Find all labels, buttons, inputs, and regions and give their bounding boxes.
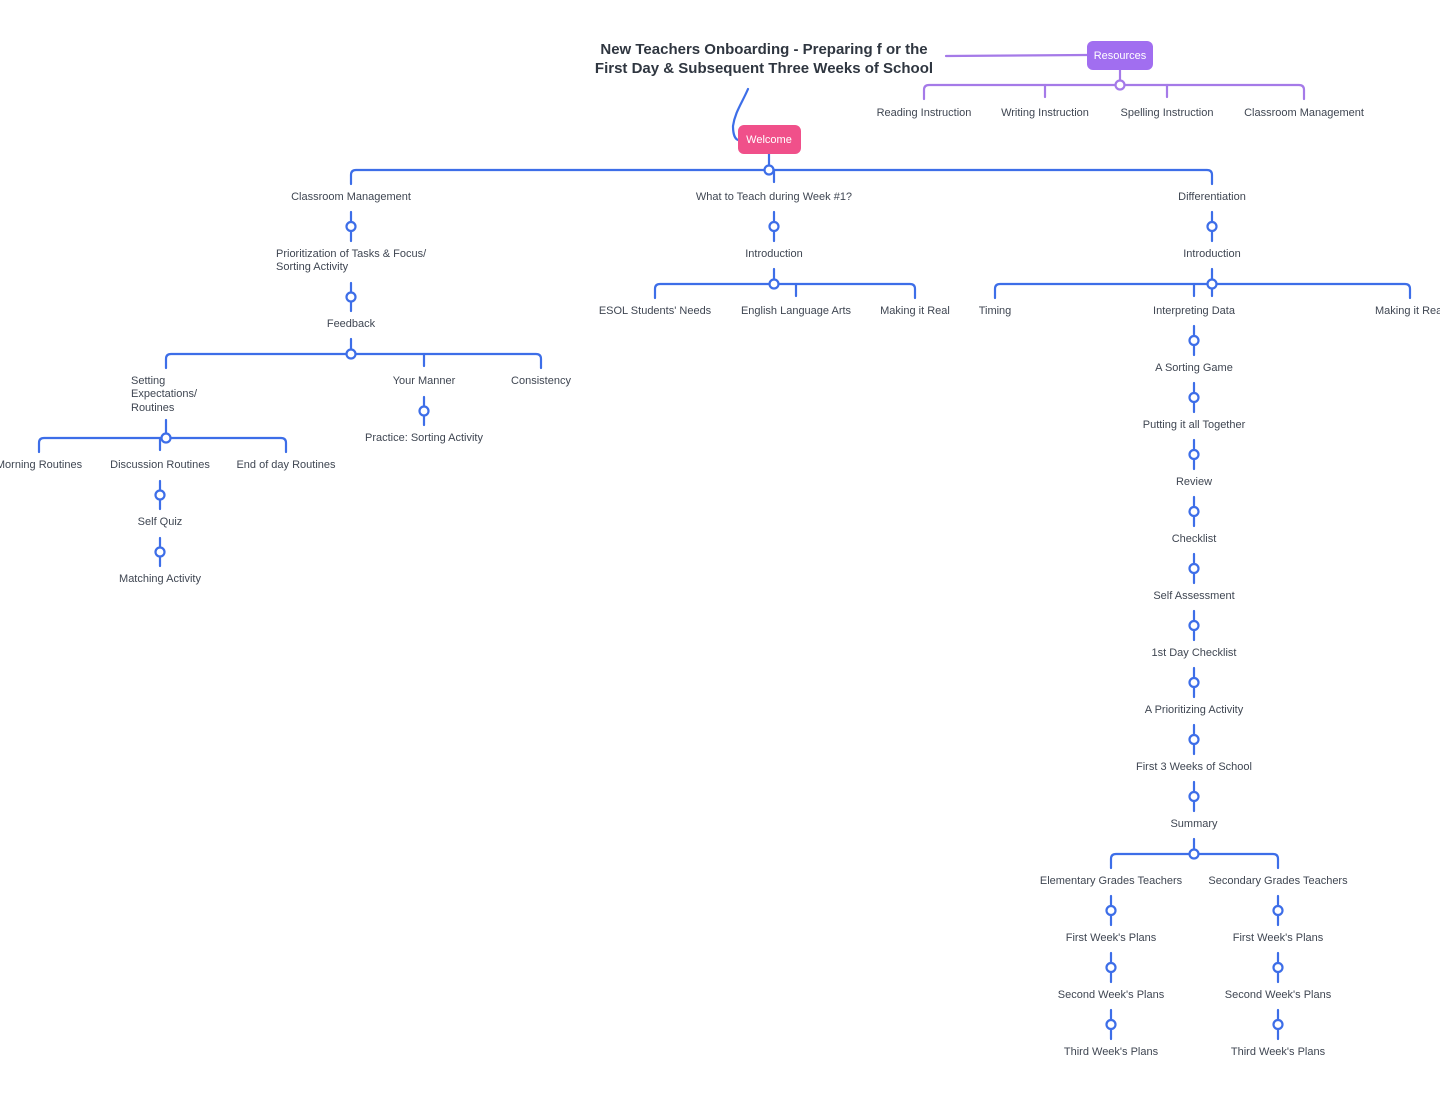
topic-morning-routines[interactable]: Morning Routines — [0, 459, 83, 471]
resources-pill — [1087, 41, 1153, 70]
connector-bracket — [653, 282, 917, 300]
topic-setting-line-2[interactable]: Expectations/ — [131, 388, 198, 400]
topic-checklist[interactable]: Checklist — [1172, 533, 1217, 545]
collapse-toggle[interactable] — [1188, 619, 1200, 632]
connectors — [37, 53, 1412, 1041]
collapse-toggle[interactable] — [1105, 961, 1117, 974]
topic-feedback[interactable]: Feedback — [327, 318, 376, 330]
collapse-toggle[interactable] — [1105, 904, 1117, 917]
topic-diff-introduction[interactable]: Introduction — [1183, 248, 1240, 260]
topic-self-quiz[interactable]: Self Quiz — [138, 516, 183, 528]
topic-prioritization-line-1[interactable]: Prioritization of Tasks & Focus/ — [276, 248, 427, 260]
collapse-toggle[interactable] — [1272, 1018, 1284, 1031]
collapse-toggle[interactable] — [1188, 676, 1200, 689]
topic-elementary-first-week[interactable]: First Week's Plans — [1066, 932, 1157, 944]
topic-timing[interactable]: Timing — [979, 305, 1012, 317]
topic-1st-day-checklist[interactable]: 1st Day Checklist — [1152, 647, 1237, 659]
topic-summary[interactable]: Summary — [1170, 818, 1218, 830]
collapse-toggle[interactable] — [345, 220, 357, 233]
title-to-resources-connector — [944, 53, 1089, 58]
topic-week1-introduction[interactable]: Introduction — [745, 248, 802, 260]
resource-reading-instruction[interactable]: Reading Instruction — [877, 107, 972, 119]
collapse-toggle[interactable] — [1188, 391, 1200, 404]
topic-consistency[interactable]: Consistency — [511, 375, 571, 387]
collapse-toggle[interactable] — [160, 432, 172, 444]
topic-interpreting-data[interactable]: Interpreting Data — [1153, 305, 1236, 317]
collapse-toggle[interactable] — [345, 348, 357, 360]
topic-matching-activity[interactable]: Matching Activity — [119, 573, 201, 585]
topic-end-of-day-routines[interactable]: End of day Routines — [236, 459, 336, 471]
topic-your-manner[interactable]: Your Manner — [393, 375, 456, 387]
central-topic-line-2: First Day & Subsequent Three Weeks of Sc… — [595, 60, 933, 77]
topic-practice-sorting[interactable]: Practice: Sorting Activity — [365, 432, 483, 444]
topic-esol-needs[interactable]: ESOL Students' Needs — [599, 305, 712, 317]
collapse-toggle[interactable] — [1188, 448, 1200, 461]
collapse-toggle[interactable] — [768, 278, 780, 290]
topic-elementary-second-week[interactable]: Second Week's Plans — [1058, 989, 1165, 1001]
collapse-toggle[interactable] — [1272, 904, 1284, 917]
topic-secondary-grades-teachers[interactable]: Secondary Grades Teachers — [1208, 875, 1348, 887]
collapse-toggle[interactable] — [418, 405, 430, 417]
collapse-toggle[interactable] — [1188, 334, 1200, 347]
resource-classroom-management[interactable]: Classroom Management — [1244, 107, 1364, 119]
connector-bracket — [993, 282, 1412, 300]
resource-spelling-instruction[interactable]: Spelling Instruction — [1121, 107, 1214, 119]
collapse-toggle[interactable] — [1188, 733, 1200, 746]
welcome-label: Welcome — [746, 134, 792, 146]
collapse-toggle[interactable] — [1272, 961, 1284, 974]
topic-secondary-third-week[interactable]: Third Week's Plans — [1231, 1046, 1326, 1058]
topic-self-assessment[interactable]: Self Assessment — [1153, 590, 1234, 602]
collapse-toggle[interactable] — [1188, 562, 1200, 575]
topic-review[interactable]: Review — [1176, 476, 1212, 488]
collapse-toggle[interactable] — [1105, 1018, 1117, 1031]
collapse-toggle[interactable] — [763, 164, 775, 176]
topic-what-to-teach-week-1[interactable]: What to Teach during Week #1? — [696, 191, 852, 203]
topic-secondary-second-week[interactable]: Second Week's Plans — [1225, 989, 1332, 1001]
topic-english-language-arts[interactable]: English Language Arts — [741, 305, 852, 317]
topic-secondary-first-week[interactable]: First Week's Plans — [1233, 932, 1324, 944]
collapse-toggle[interactable] — [768, 220, 780, 233]
topic-diff-making-it-real[interactable]: Making it Real — [1375, 305, 1440, 317]
collapse-toggle[interactable] — [154, 489, 166, 501]
topic-a-sorting-game[interactable]: A Sorting Game — [1155, 362, 1233, 374]
topic-putting-it-all-together[interactable]: Putting it all Together — [1143, 419, 1246, 431]
topic-prioritization-line-2[interactable]: Sorting Activity — [276, 261, 349, 273]
welcome-pill — [738, 125, 801, 154]
collapse-toggle[interactable] — [1206, 278, 1218, 290]
collapse-toggle[interactable] — [154, 546, 166, 558]
topic-differentiation[interactable]: Differentiation — [1178, 191, 1246, 203]
collapse-toggle[interactable] — [1114, 79, 1126, 91]
topic-discussion-routines[interactable]: Discussion Routines — [110, 459, 210, 471]
resources-node[interactable]: Resources — [1087, 41, 1153, 70]
topic-setting-line-1[interactable]: Setting — [131, 375, 165, 387]
title-to-welcome-connector — [731, 87, 750, 142]
resource-writing-instruction[interactable]: Writing Instruction — [1001, 107, 1089, 119]
connector-bracket — [922, 83, 1306, 101]
topic-first-3-weeks[interactable]: First 3 Weeks of School — [1136, 761, 1252, 773]
topic-a-prioritizing-activity[interactable]: A Prioritizing Activity — [1145, 704, 1244, 716]
collapse-toggle[interactable] — [1188, 848, 1200, 860]
topic-classroom-management[interactable]: Classroom Management — [291, 191, 411, 203]
central-topic[interactable]: New Teachers Onboarding - Preparing f or… — [595, 41, 933, 77]
collapse-toggle[interactable] — [1188, 505, 1200, 518]
resources-label: Resources — [1094, 50, 1147, 62]
central-topic-line-1: New Teachers Onboarding - Preparing f or… — [600, 41, 927, 58]
topic-elementary-grades-teachers[interactable]: Elementary Grades Teachers — [1040, 875, 1183, 887]
topic-setting-line-3[interactable]: Routines — [131, 402, 175, 414]
collapse-toggle[interactable] — [1206, 220, 1218, 233]
topic-week1-making-it-real[interactable]: Making it Real — [880, 305, 950, 317]
welcome-node[interactable]: Welcome — [738, 125, 801, 154]
collapse-toggle[interactable] — [1188, 790, 1200, 803]
collapse-toggle[interactable] — [345, 291, 357, 303]
topic-elementary-third-week[interactable]: Third Week's Plans — [1064, 1046, 1159, 1058]
connector-bracket — [349, 168, 1214, 186]
